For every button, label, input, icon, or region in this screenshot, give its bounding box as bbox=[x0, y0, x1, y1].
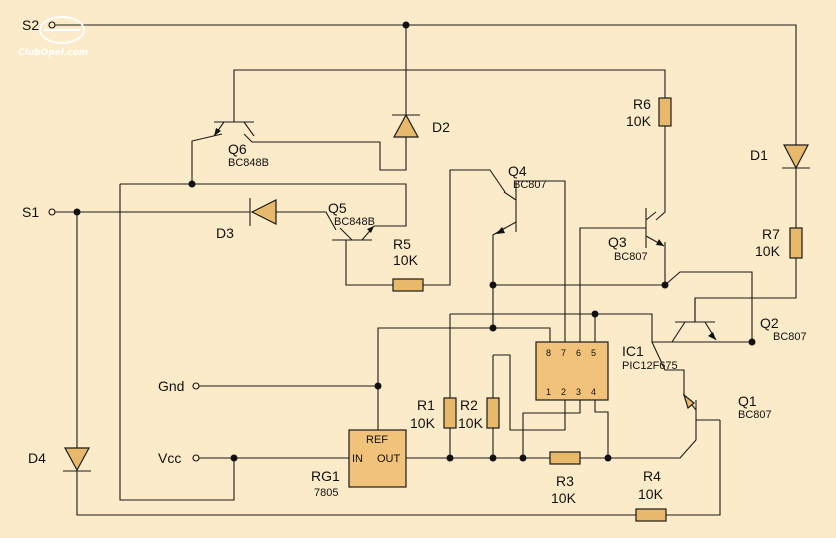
ic-ref: IC1 bbox=[622, 343, 644, 359]
resistor-r3-ref: R3 bbox=[556, 473, 574, 489]
transistor-q1-part: BC807 bbox=[738, 409, 772, 421]
diode-d1: D1 bbox=[750, 144, 810, 170]
resistor-r1-ref: R1 bbox=[417, 397, 435, 413]
regulator-pin-out: OUT bbox=[377, 453, 401, 465]
resistor-r2-value: 10K bbox=[458, 415, 484, 431]
resistor-r4: R4 10K bbox=[635, 468, 667, 522]
ic-pin-1: 1 bbox=[546, 387, 551, 397]
ic-pin-8: 8 bbox=[546, 348, 551, 358]
resistor-r7-ref: R7 bbox=[762, 226, 780, 242]
resistor-r2-ref: R2 bbox=[460, 397, 478, 413]
wires bbox=[52, 24, 797, 516]
transistor-q4-ref: Q4 bbox=[508, 163, 527, 179]
resistor-r7: R7 10K bbox=[755, 226, 803, 259]
resistor-r6-ref: R6 bbox=[633, 96, 651, 112]
diode-d1-label: D1 bbox=[750, 147, 768, 163]
resistor-r5-value: 10K bbox=[393, 252, 419, 268]
regulator-7805: REF IN OUT RG1 7805 bbox=[311, 429, 407, 499]
terminal-vcc bbox=[192, 454, 200, 462]
terminals: S2 S1 Gnd Vcc bbox=[22, 17, 200, 466]
ic-pin-6: 6 bbox=[576, 348, 581, 358]
junctions bbox=[73, 21, 756, 462]
transistor-q6-part: BC848B bbox=[228, 157, 269, 169]
transistor-q6-ref: Q6 bbox=[228, 141, 247, 157]
regulator-part: 7805 bbox=[314, 487, 338, 499]
resistor-r4-ref: R4 bbox=[643, 468, 661, 484]
resistor-r1-value: 10K bbox=[410, 415, 436, 431]
transistor-q2-ref: Q2 bbox=[760, 315, 779, 331]
terminal-gnd-label: Gnd bbox=[158, 378, 184, 394]
transistor-q3: Q3 BC807 bbox=[608, 208, 665, 263]
diode-d2: D2 bbox=[392, 113, 450, 138]
diode-d4-label: D4 bbox=[28, 450, 46, 466]
terminal-s1 bbox=[48, 208, 56, 216]
resistor-r5: R5 10K bbox=[392, 236, 424, 292]
transistor-q2: Q2 BC807 bbox=[671, 298, 807, 343]
ic-pin-5: 5 bbox=[591, 348, 596, 358]
diode-d3: D3 bbox=[216, 198, 277, 241]
transistor-q3-part: BC807 bbox=[614, 251, 648, 263]
transistor-q5: Q5 BC848B bbox=[328, 200, 375, 246]
resistor-r2: R2 10K bbox=[458, 397, 500, 431]
terminal-gnd bbox=[192, 382, 200, 390]
ic-pic12f675: 8 7 6 5 1 2 3 4 IC1 PIC12F675 bbox=[535, 341, 678, 401]
diode-d4: D4 bbox=[28, 447, 91, 472]
resistor-r3: R3 10K bbox=[549, 451, 581, 506]
transistor-q1-ref: Q1 bbox=[738, 393, 757, 409]
terminal-vcc-label: Vcc bbox=[158, 450, 181, 466]
watermark-logo: ClubOpel.com bbox=[18, 16, 88, 58]
transistor-q4: Q4 BC807 bbox=[496, 163, 547, 234]
regulator-pin-ref: REF bbox=[366, 434, 388, 446]
ic-part: PIC12F675 bbox=[622, 360, 678, 372]
transistor-q4-part: BC807 bbox=[513, 179, 547, 191]
transistor-q5-ref: Q5 bbox=[328, 200, 347, 216]
ic-pin-4: 4 bbox=[591, 387, 596, 397]
terminal-s2-label: S2 bbox=[22, 17, 39, 33]
ic-pin-7: 7 bbox=[561, 348, 566, 358]
ic-pin-3: 3 bbox=[576, 387, 581, 397]
terminal-s1-label: S1 bbox=[22, 204, 39, 220]
resistor-r5-ref: R5 bbox=[393, 236, 411, 252]
resistor-r6: R6 10K bbox=[626, 96, 672, 129]
transistor-q1: Q1 BC807 bbox=[682, 393, 772, 440]
resistor-r1: R1 10K bbox=[410, 397, 457, 431]
regulator-pin-in: IN bbox=[352, 453, 363, 465]
resistor-r6-value: 10K bbox=[626, 113, 652, 129]
diode-d3-label: D3 bbox=[216, 225, 234, 241]
resistor-r4-value: 10K bbox=[638, 486, 664, 502]
transistor-q3-ref: Q3 bbox=[608, 234, 627, 250]
ic-pin-2: 2 bbox=[561, 387, 566, 397]
regulator-ref: RG1 bbox=[311, 468, 340, 484]
transistor-q6: Q6 BC848B bbox=[213, 120, 269, 169]
watermark-text: ClubOpel.com bbox=[18, 48, 88, 58]
resistor-r3-value: 10K bbox=[551, 490, 577, 506]
resistor-r7-value: 10K bbox=[755, 243, 781, 259]
diode-d2-label: D2 bbox=[432, 119, 450, 135]
transistor-q2-part: BC807 bbox=[773, 331, 807, 343]
transistor-q5-part: BC848B bbox=[334, 216, 375, 228]
terminal-s2 bbox=[48, 21, 56, 29]
